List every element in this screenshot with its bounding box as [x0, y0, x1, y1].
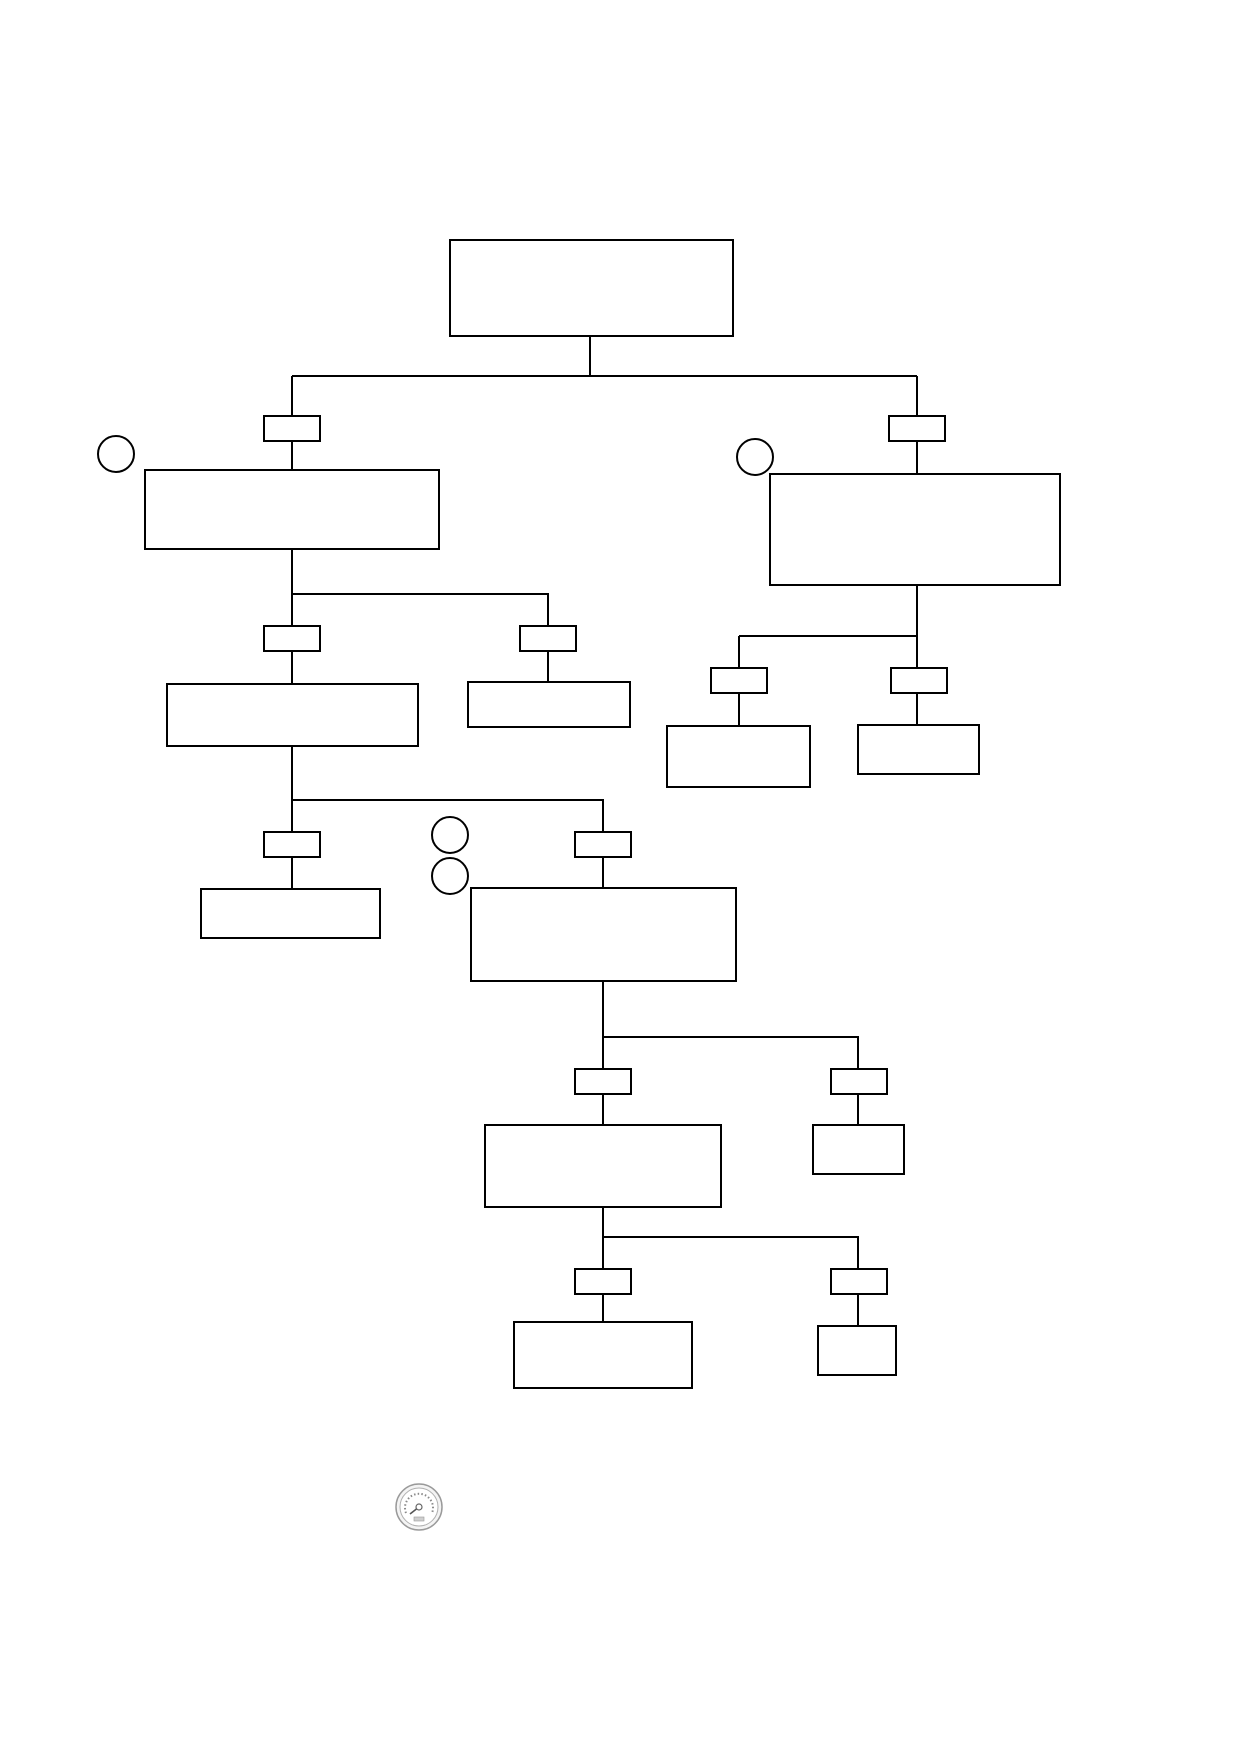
edge-left-split [291, 549, 549, 684]
node-left-a-2 [470, 887, 737, 982]
node-low-a [513, 1321, 693, 1389]
edge-mid-split [602, 981, 859, 1125]
edge-left-a-split [291, 746, 604, 889]
connector-tab [888, 415, 946, 442]
connector-tab [263, 415, 321, 442]
nodes [144, 239, 1061, 1389]
circle-marker [431, 857, 469, 895]
connector-tab [519, 625, 577, 652]
connector-tab [574, 1068, 632, 1095]
node-right-a [666, 725, 811, 788]
connector-tab [263, 831, 321, 858]
node-right-b [857, 724, 980, 775]
edge-right-split [738, 585, 918, 726]
edge-low-split [602, 1207, 859, 1326]
node-left-a [166, 683, 419, 747]
connector-tab [574, 1268, 632, 1295]
connector-tabs [263, 415, 948, 1295]
circle-marker [97, 435, 135, 473]
edges [291, 337, 918, 1326]
node-low-b [817, 1325, 897, 1376]
node-left-b [467, 681, 631, 728]
connector-tab [890, 667, 948, 694]
node-left [144, 469, 440, 550]
circle-marker [431, 816, 469, 854]
node-root [449, 239, 734, 337]
speedometer-icon [395, 1483, 443, 1531]
circle-marker [736, 438, 774, 476]
node-mid-a [484, 1124, 722, 1208]
markers [97, 435, 774, 895]
connector-tab [830, 1068, 888, 1095]
connector-tab [710, 667, 768, 694]
connector-tab [263, 625, 321, 652]
edge-root-split [291, 337, 918, 474]
node-right [769, 473, 1061, 586]
node-left-a-1 [200, 888, 381, 939]
connector-tab [574, 831, 632, 858]
connector-tab [830, 1268, 888, 1295]
node-mid-b [812, 1124, 905, 1175]
